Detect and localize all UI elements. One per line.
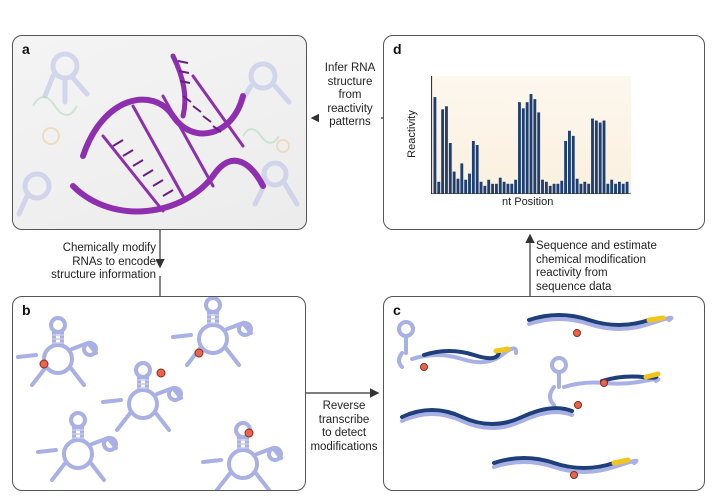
duplex-2	[397, 320, 519, 371]
reactivity-bar	[621, 183, 625, 194]
reactivity-bar	[479, 181, 483, 194]
duplex-1	[527, 313, 674, 337]
rna-molecule-3	[101, 361, 183, 432]
reactivity-bar	[521, 108, 525, 194]
reactivity-bar	[506, 183, 510, 194]
panel-a-letter: a	[22, 41, 30, 57]
modified-rna-molecules	[16, 297, 283, 490]
reactivity-bar	[556, 183, 560, 194]
reactivity-bar	[544, 181, 548, 194]
chart-x-axis-label: nt Position	[502, 196, 554, 208]
reactivity-bar	[433, 97, 437, 194]
reactivity-bar	[564, 140, 568, 194]
reactivity-bar	[468, 173, 471, 194]
reactivity-bar	[464, 179, 468, 194]
reactivity-bar	[533, 99, 537, 194]
reactivity-bar	[525, 102, 529, 194]
reactivity-bar	[625, 181, 629, 194]
duplex-4	[400, 406, 574, 430]
reactivity-bar	[475, 145, 479, 194]
reactivity-bar	[452, 171, 456, 194]
panel-c-reverse-transcription: c	[383, 296, 705, 491]
reactivity-bar	[448, 143, 452, 194]
panel-d-reactivity-chart: d Reactivity nt Position	[383, 35, 705, 230]
reactivity-bar	[514, 179, 518, 194]
duplex-5	[492, 456, 639, 479]
rna-cdna-duplexes	[397, 313, 674, 479]
reactivity-bar	[487, 179, 491, 194]
reactivity-bar	[498, 177, 502, 194]
reactivity-bar	[594, 120, 598, 194]
duplex-3	[548, 356, 661, 409]
reactivity-bar	[610, 179, 614, 194]
reactivity-bar	[571, 135, 575, 194]
reactivity-bar	[491, 183, 494, 194]
reactivity-bar	[445, 106, 448, 194]
reactivity-bar	[483, 185, 487, 194]
modification-mark	[39, 359, 49, 369]
reactivity-bar	[494, 183, 498, 194]
reactivity-bar	[529, 94, 533, 194]
panel-a-rna-structure: a	[12, 35, 307, 230]
reactivity-bar	[602, 120, 606, 194]
reactivity-bar	[560, 180, 564, 194]
reactivity-bar	[502, 181, 506, 194]
reactivity-bar	[587, 183, 591, 194]
reactivity-bar	[552, 183, 556, 194]
reactivity-bar	[541, 179, 544, 194]
reactivity-bar	[606, 183, 610, 194]
reactivity-bar-chart	[431, 76, 631, 194]
panel-b-letter: b	[22, 302, 31, 318]
rna-molecule-2	[171, 297, 253, 367]
reactivity-bar	[568, 130, 571, 194]
reactivity-bar	[441, 109, 445, 194]
reactivity-bar	[583, 181, 587, 194]
panel-d-letter: d	[393, 41, 402, 57]
panel-c-letter: c	[393, 302, 401, 318]
reactivity-bar	[510, 183, 514, 194]
reactivity-bar	[598, 122, 602, 194]
reactivity-bar	[591, 118, 594, 194]
rna-molecule-4	[36, 411, 118, 482]
chart-axes	[431, 76, 631, 194]
reactivity-bar	[579, 183, 583, 194]
reactivity-bar	[518, 102, 521, 194]
reactivity-bar	[548, 185, 552, 194]
panel-b-modified-rnas: b	[12, 296, 306, 491]
rna-molecule-5	[201, 421, 283, 490]
reactivity-bar	[471, 140, 475, 194]
chart-plot-area	[431, 76, 631, 194]
reactivity-bar	[575, 178, 579, 194]
rna-3d-structure-image	[16, 51, 300, 217]
reactivity-bar	[437, 181, 441, 194]
chart-y-axis-label: Reactivity	[406, 110, 418, 158]
reactivity-bar	[460, 163, 464, 194]
rna-molecule-1	[16, 316, 98, 387]
reactivity-bar	[614, 183, 617, 194]
reactivity-bar	[617, 181, 621, 194]
reactivity-bar	[537, 112, 541, 194]
reactivity-bar	[456, 178, 460, 194]
